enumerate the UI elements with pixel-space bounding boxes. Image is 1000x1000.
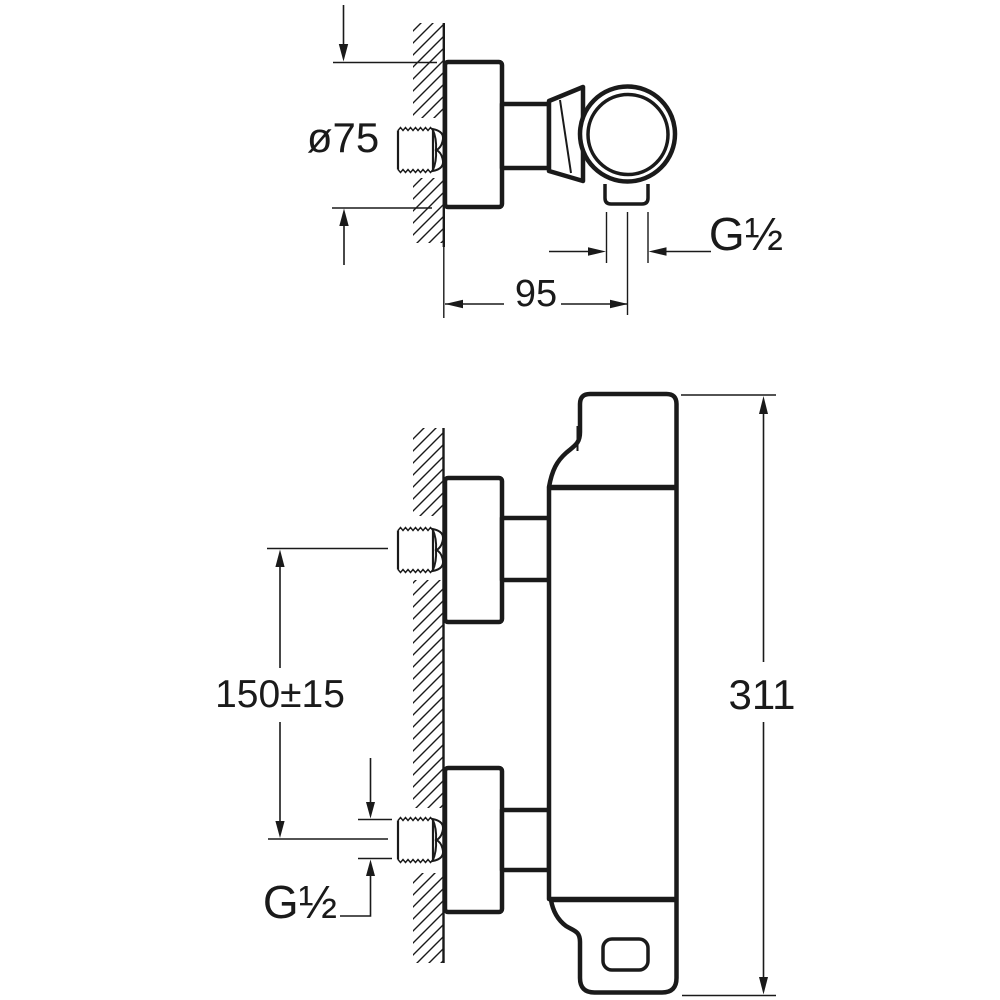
inlet-thread-label: G½ bbox=[263, 876, 337, 928]
arrowhead-down-icon bbox=[275, 821, 285, 838]
inlet-spacing-label: 150±15 bbox=[215, 673, 345, 716]
front-view: 150±15 G½ 311 bbox=[215, 391, 796, 997]
lower-neck bbox=[499, 807, 552, 873]
outlet-thread-tail bbox=[603, 184, 650, 206]
control-knob-outer bbox=[577, 84, 678, 184]
flange-diameter-label: ø75 bbox=[307, 114, 379, 161]
front-view-lower-inlet-fitting bbox=[396, 816, 445, 864]
arrowhead-up-icon bbox=[366, 859, 375, 876]
arrowhead-up-icon bbox=[339, 208, 349, 226]
mixer-body bbox=[546, 485, 679, 902]
arrowhead-left-icon bbox=[445, 299, 463, 309]
wall-hatch-top bbox=[413, 428, 444, 516]
mounting-flange bbox=[442, 59, 505, 210]
side-view-inlet-fitting bbox=[396, 126, 445, 174]
arrowhead-left-icon bbox=[648, 247, 667, 256]
upper-neck bbox=[499, 515, 552, 583]
arrowhead-up-icon bbox=[759, 396, 768, 414]
wall-hatch-bottom bbox=[413, 873, 444, 963]
wall-hatch-lower bbox=[413, 178, 445, 243]
hose-outlet-opening bbox=[601, 937, 650, 972]
control-knob-inner bbox=[586, 92, 670, 177]
dimension-outlet-thread: G½ bbox=[549, 208, 783, 315]
dimension-flange-diameter: ø75 bbox=[307, 5, 437, 265]
front-view-upper-inlet-fitting bbox=[396, 526, 445, 574]
arrowhead-down-icon bbox=[759, 977, 768, 995]
valve-neck bbox=[499, 101, 552, 171]
arrowhead-right-icon bbox=[610, 299, 628, 309]
arrowhead-up-icon bbox=[275, 549, 285, 567]
dimension-wall-to-outlet: 95 bbox=[445, 273, 628, 315]
arrowhead-right-icon bbox=[588, 247, 606, 256]
dimension-inlet-thread: G½ bbox=[263, 758, 392, 928]
temperature-knob bbox=[546, 391, 679, 490]
lower-mounting-flange bbox=[442, 765, 505, 915]
arrowhead-down-icon bbox=[366, 802, 375, 819]
leader-line bbox=[340, 870, 372, 917]
dimension-inlet-spacing: 150±15 bbox=[215, 547, 388, 840]
dimension-overall-height: 311 bbox=[681, 394, 796, 997]
overall-height-label: 311 bbox=[729, 671, 796, 718]
wall-to-outlet-label: 95 bbox=[515, 273, 557, 315]
upper-mounting-flange bbox=[442, 475, 505, 625]
wall-hatch-middle bbox=[413, 580, 444, 808]
side-view: ø75 G½ 95 bbox=[307, 5, 783, 318]
arrowhead-down-icon bbox=[338, 44, 349, 62]
valve-body-facet-line bbox=[559, 99, 572, 174]
outlet-thread-label: G½ bbox=[709, 208, 783, 260]
wall-hatch-upper bbox=[413, 23, 445, 118]
